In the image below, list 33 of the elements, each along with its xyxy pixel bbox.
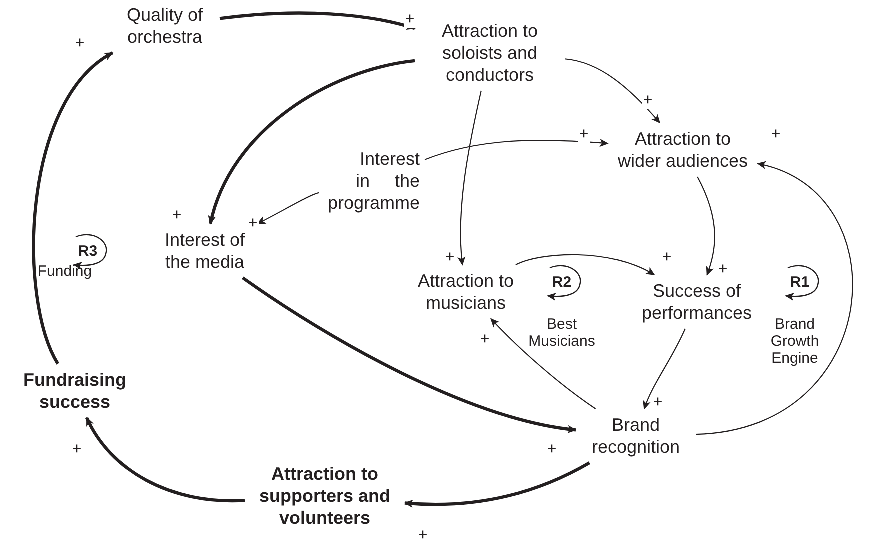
causal-arrow xyxy=(424,139,609,160)
causal-arrow xyxy=(86,417,246,503)
causal-arrow xyxy=(208,59,416,225)
causal-arrow xyxy=(220,12,416,30)
causal-arrow xyxy=(490,318,596,410)
causal-arrow xyxy=(643,328,686,410)
causal-arrow xyxy=(404,462,590,508)
variable-label: Interest in the programme xyxy=(326,148,420,214)
variable-label: Quality of orchestra xyxy=(126,4,204,48)
variable-label: Attraction to soloists and conductors xyxy=(440,20,540,86)
variable-label: Attraction to wider audiences xyxy=(616,128,750,172)
loop-label: R3 xyxy=(77,243,99,260)
causal-arrow xyxy=(516,254,656,276)
variable-label: Attraction to supporters and volunteers xyxy=(258,463,392,529)
polarity-sign: + xyxy=(578,127,590,143)
loop-name: Brand Growth Engine xyxy=(770,316,820,367)
variable-label: Brand recognition xyxy=(590,414,682,458)
causal-arrow xyxy=(32,52,114,365)
loop-label: R2 xyxy=(551,274,573,291)
causal-arrow xyxy=(697,176,716,276)
polarity-sign: + xyxy=(642,93,654,109)
variable-label: Interest of the media xyxy=(164,229,246,273)
variable-label: Attraction to musicians xyxy=(416,270,516,314)
loop-name: Funding xyxy=(36,263,94,280)
causal-arrow xyxy=(242,276,577,434)
causal-arrow xyxy=(458,90,482,266)
causal-arrow xyxy=(564,58,660,124)
polarity-sign: + xyxy=(404,12,416,28)
loop-label: R1 xyxy=(789,274,811,291)
causal-arrow xyxy=(696,162,853,436)
variable-label: Fundraising success xyxy=(22,369,128,413)
variable-label: Success of performances xyxy=(640,280,754,324)
loop-name: Best Musicians xyxy=(528,316,596,350)
